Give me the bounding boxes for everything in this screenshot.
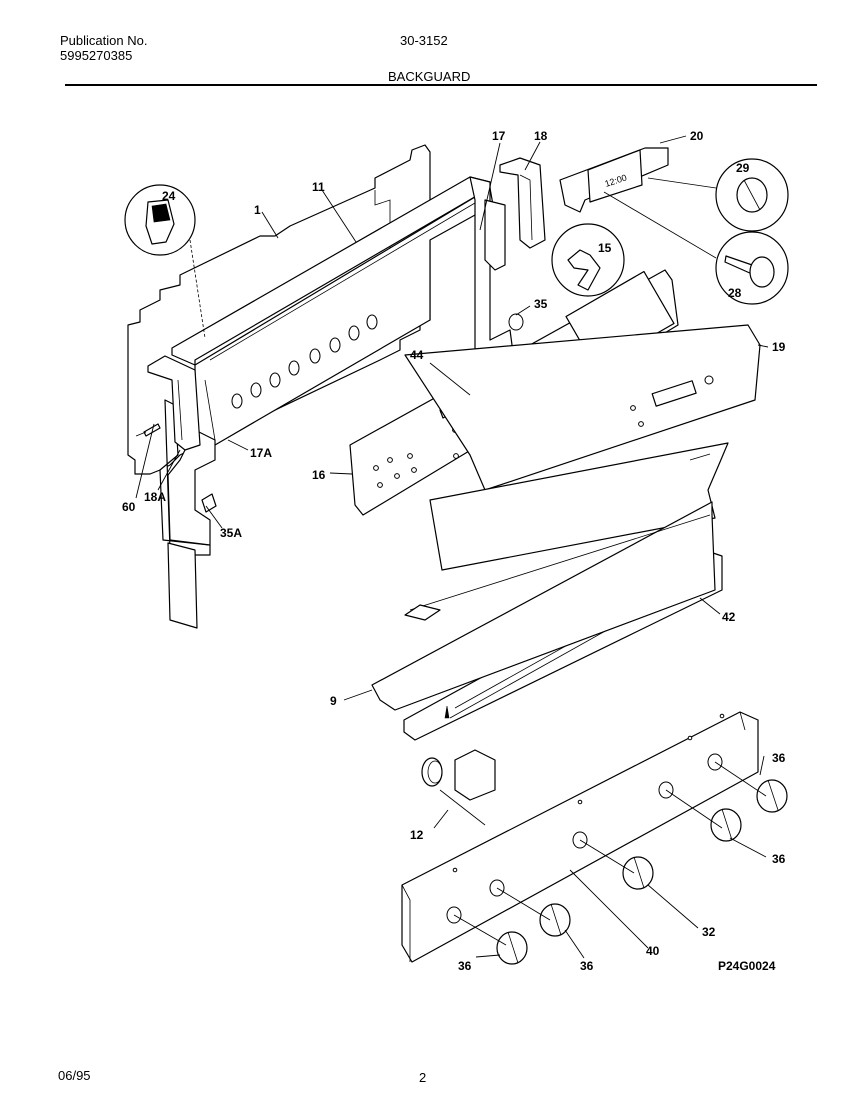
inset-15-bracket — [551, 223, 625, 297]
part-label-15: 15 — [598, 241, 612, 255]
publication-number: 5995270385 — [60, 48, 133, 63]
frame-hole — [231, 393, 243, 409]
part-label-42: 42 — [722, 610, 736, 624]
publication-label: Publication No. — [60, 33, 148, 48]
frame-hole — [329, 337, 341, 353]
part-label-18a: 18A — [144, 490, 166, 504]
inset-24-rocker-switch — [124, 184, 196, 256]
right-side-bracket-drawing — [469, 176, 513, 366]
frame-hole — [348, 325, 360, 341]
knob-32 — [622, 856, 654, 890]
knob-panel-drawing — [401, 711, 759, 963]
knob-36 — [496, 931, 528, 965]
part-label-17a: 17A — [250, 446, 272, 460]
leader-lines — [135, 135, 769, 959]
part-label-36-right: 36 — [772, 852, 786, 866]
footer-date: 06/95 — [58, 1068, 91, 1083]
part-label-36-bottom-left: 36 — [458, 959, 472, 973]
inset-28-leader — [603, 191, 717, 259]
part-label-19: 19 — [772, 340, 786, 354]
clip-35-drawing — [508, 313, 524, 331]
header-rule — [65, 84, 817, 86]
page-number: 2 — [419, 1070, 427, 1085]
left-end-cap-drawing — [147, 355, 201, 451]
clock-assembly-drawing: 12:00 — [559, 147, 669, 213]
inset-28-shaft — [715, 231, 789, 305]
inset-29-knob — [715, 158, 789, 232]
part-label-9: 9 — [330, 694, 337, 708]
right-end-cap-drawing — [499, 157, 546, 249]
part-label-35a: 35A — [220, 526, 242, 540]
document-code: 30-3152 — [400, 33, 448, 48]
lower-trim-drawing — [167, 542, 198, 629]
frame-hole — [269, 372, 281, 388]
knob-36 — [539, 903, 571, 937]
frame-hole — [309, 348, 321, 364]
section-title: BACKGUARD — [388, 69, 471, 84]
part-label-1: 1 — [254, 203, 261, 217]
part-label-28: 28 — [728, 286, 742, 300]
inset-29-leader — [647, 177, 717, 189]
part-label-36-bottom-mid: 36 — [580, 959, 594, 973]
part-label-17: 17 — [492, 129, 506, 143]
part-label-24: 24 — [162, 189, 176, 203]
part-label-16: 16 — [312, 468, 326, 482]
part-label-35: 35 — [534, 297, 548, 311]
frame-hole — [288, 360, 300, 376]
overlay-panel-drawing — [404, 324, 761, 491]
part-label-44: 44 — [410, 348, 424, 362]
clip-35a-drawing — [201, 493, 217, 513]
part-label-36-top: 36 — [772, 751, 786, 765]
part-label-60: 60 — [122, 500, 136, 514]
lower-trim-extrusion-drawing — [371, 501, 716, 711]
drawing-code: P24G0024 — [718, 959, 776, 973]
frame-hole — [250, 382, 262, 398]
part-label-12: 12 — [410, 828, 424, 842]
part-label-32: 32 — [702, 925, 716, 939]
part-label-11: 11 — [312, 180, 325, 194]
part-label-20: 20 — [690, 129, 704, 143]
frame-hole — [366, 314, 378, 330]
thermostat-drawing — [421, 749, 496, 826]
part-label-18: 18 — [534, 129, 548, 143]
part-label-29: 29 — [736, 161, 750, 175]
knob-36 — [756, 779, 788, 813]
inset-24-leader — [189, 239, 206, 339]
knob-36 — [710, 808, 742, 842]
part-label-40: 40 — [646, 944, 660, 958]
glass-panel-drawing — [429, 442, 729, 571]
